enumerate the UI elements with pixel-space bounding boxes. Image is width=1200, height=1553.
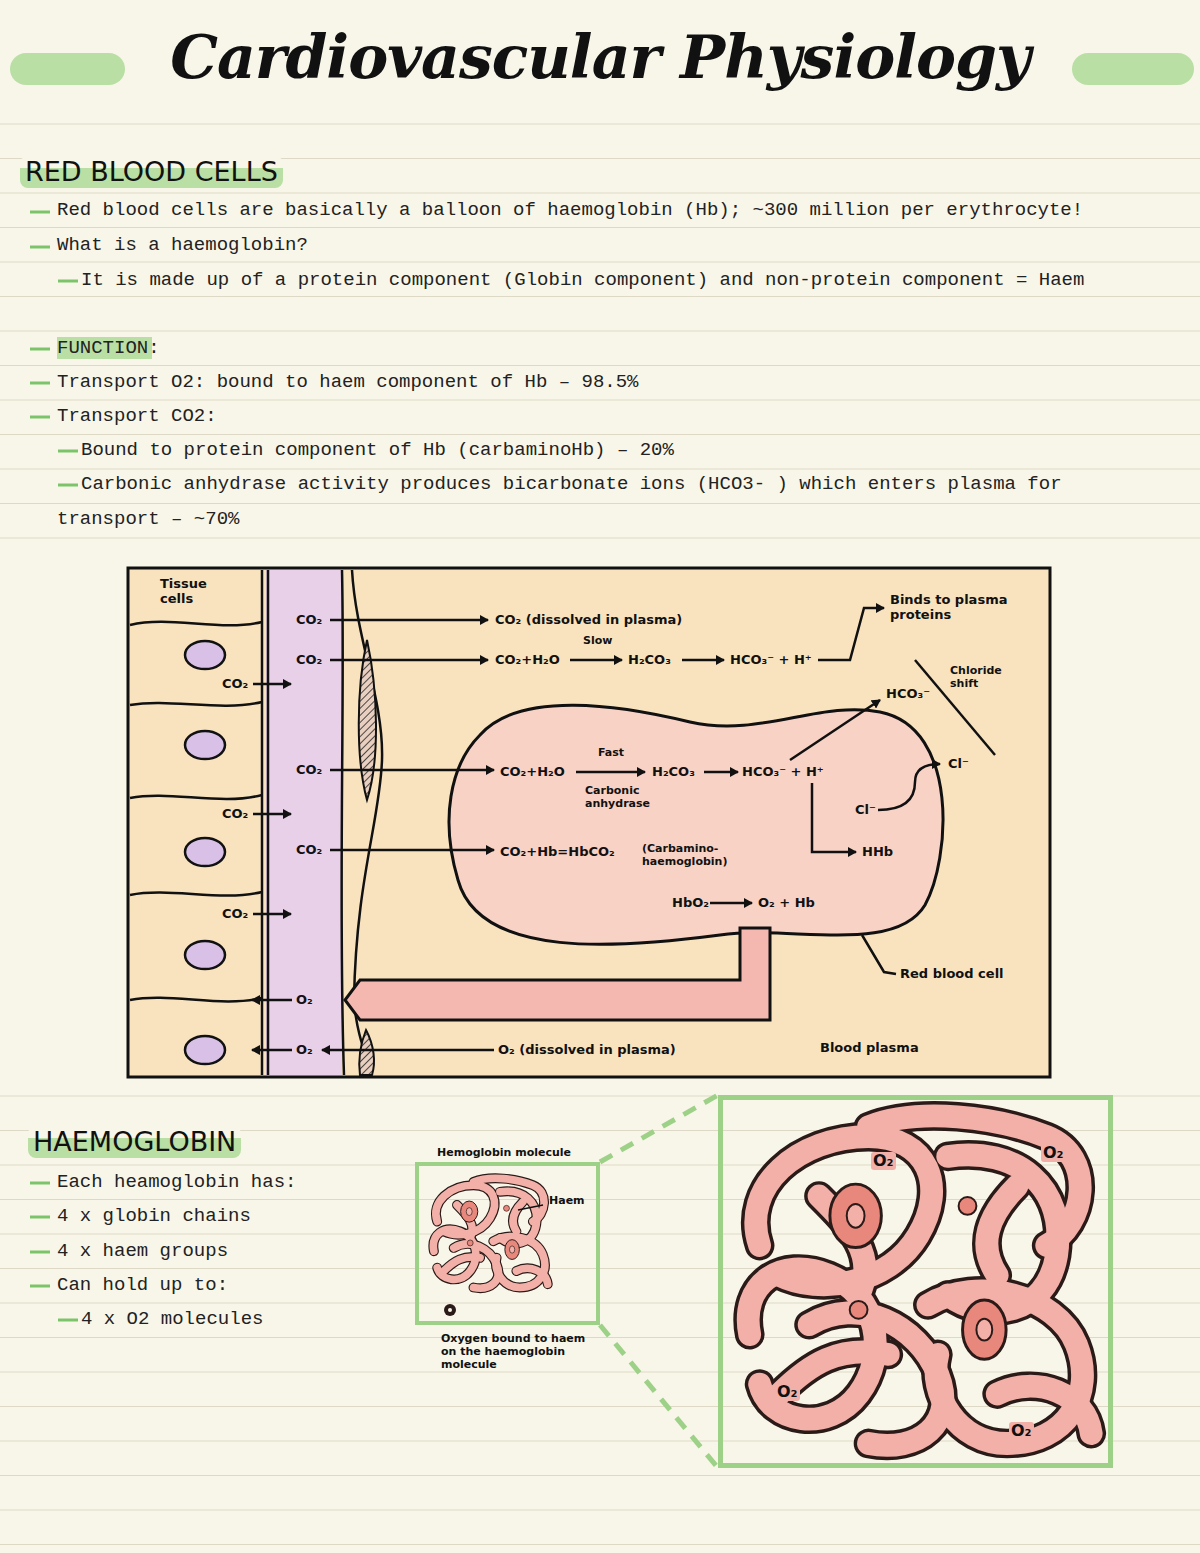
gas-label: CO₂ [222,676,248,691]
zoom-box: O₂ O₂ O₂ O₂ [718,1095,1113,1468]
endothelial-nucleus [359,640,376,800]
reaction-label: HbO₂ [672,895,709,910]
reaction-arrows [252,608,995,1050]
oxygen-label: O₂ [775,1383,800,1401]
ion-label: Cl⁻ [855,802,876,817]
gas-label: O₂ [296,1042,313,1057]
gas-label: CO₂ [222,906,248,921]
ion-label: HCO₃⁻ [886,686,930,701]
note-text: 4 x O2 molecules [81,1308,263,1330]
oxygen-label: O₂ [1041,1144,1066,1162]
gas-label: CO₂ [296,842,322,857]
reaction-label: H₂CO₃ [628,652,671,667]
reaction-label: CO₂+H₂O [495,652,560,667]
ruled-lines [0,1080,1200,1553]
note-text: Carbonic anhydrase activity produces bic… [57,467,1107,536]
section-heading: RED BLOOD CELLS [20,156,283,188]
gas-label: CO₂ [296,762,322,777]
title-bar [1072,53,1194,85]
figure-title: Hemoglobin molecule [437,1146,571,1159]
note-text: Bound to protein component of Hb (carbam… [81,439,674,461]
zoom-connector [600,1095,718,1162]
gas-label: CO₂ [296,652,322,667]
note-text: Transport CO2: [57,405,217,427]
red-blood-cell [449,705,943,944]
reaction-label: H₂CO₃ [652,764,695,779]
page-title: Cardiovascular Physiology [170,22,1030,92]
reaction-label: Binds to plasma proteins [890,592,1010,622]
note-text: Each heamoglobin has: [57,1171,296,1193]
rate-label: Slow [583,634,612,647]
process-label: Chloride shift [950,664,1020,690]
oxygen-label: O₂ [1009,1422,1034,1440]
note-heading: FUNCTION: [57,337,160,359]
section-heading: HAEMOGLOBIN [28,1126,241,1158]
oxygen-release-arrow [345,928,770,1020]
reaction-label: (Carbamino-haemoglobin) [642,842,742,868]
note-text: What is a haemoglobin? [57,234,308,256]
region-label: Tissue cells [160,576,220,606]
note-text: Can hold up to: [57,1274,228,1296]
reaction-label: HCO₃⁻ + H⁺ [742,764,824,779]
figure-caption: Oxygen bound to haem on the haemoglobin … [441,1332,591,1371]
note-text: It is made up of a protein component (Gl… [81,269,1084,291]
tissue-nuclei [185,641,225,1064]
enzyme-label: Carbonic anhydrase [585,784,675,810]
note-text: 4 x globin chains [57,1205,251,1227]
title-bar [10,53,125,85]
gas-label: CO₂ [296,612,322,627]
gas-exchange-diagram [128,568,1050,1077]
reaction-label: HCO₃⁻ + H⁺ [730,652,812,667]
part-label: Red blood cell [900,966,1004,981]
endothelial-nucleus [359,1030,374,1075]
ion-label: Cl⁻ [948,756,969,771]
oxygen-label: O₂ [871,1152,896,1170]
reaction-label: CO₂ (dissolved in plasma) [495,612,682,627]
reaction-label: O₂ (dissolved in plasma) [498,1042,676,1057]
note-text: Transport O2: bound to haem component of… [57,371,639,393]
region-label: Blood plasma [820,1040,919,1055]
molecule-box: Hemoglobin moleculeHaemOxygen bound to h… [415,1162,600,1325]
gas-label: O₂ [296,992,313,1007]
gas-label: CO₂ [222,806,248,821]
reaction-label: O₂ + Hb [758,895,815,910]
callout-label: Haem [549,1194,585,1207]
note-text: Red blood cells are basically a balloon … [57,199,1083,221]
zoom-connector [600,1325,718,1468]
rate-label: Fast [598,746,624,759]
note-text: 4 x haem groups [57,1240,228,1262]
reaction-label: HHb [862,844,893,859]
reaction-label: CO₂+Hb=HbCO₂ [500,844,615,859]
reaction-label: CO₂+H₂O [500,764,565,779]
ruled-lines [0,118,1200,568]
